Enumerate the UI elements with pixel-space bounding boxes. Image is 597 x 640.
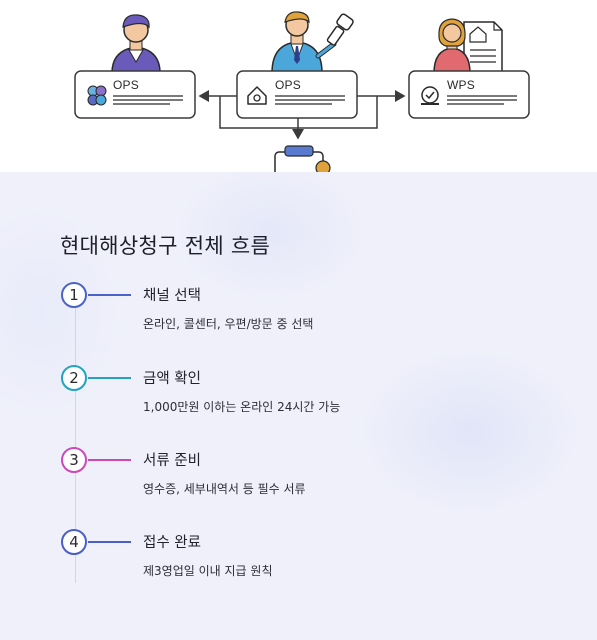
network-nodes-icon <box>87 85 107 106</box>
step-2: 2 금액 확인 1,000만원 이하는 온라인 24시간 가능 <box>0 365 597 425</box>
timeline-line <box>75 305 76 583</box>
step-number-badge: 1 <box>61 282 87 308</box>
person-with-document-icon <box>433 18 503 77</box>
step-title: 금액 확인 <box>143 371 201 387</box>
page-title: 현대해상청구 전체 흐름 <box>60 234 271 258</box>
step-1: 1 채널 선택 온라인, 콜센터, 우편/방문 중 선택 <box>0 282 597 342</box>
card-text-lines <box>113 95 517 105</box>
card-left-label: OPS <box>113 78 139 92</box>
house-icon <box>247 86 267 105</box>
step-title: 서류 준비 <box>143 453 201 469</box>
flow-arrows <box>198 90 406 140</box>
step-4: 4 접수 완료 제3영업일 이내 지급 원칙 <box>0 529 597 589</box>
step-3: 3 서류 준비 영수증, 세부내역서 등 필수 서류 <box>0 447 597 507</box>
process-flow-panel: 현대해상청구 전체 흐름 1 채널 선택 온라인, 콜센터, 우편/방문 중 선… <box>0 172 597 640</box>
step-description: 1,000만원 이하는 온라인 24시간 가능 <box>143 400 341 414</box>
step-description: 영수증, 세부내역서 등 필수 서류 <box>143 482 306 496</box>
step-title: 채널 선택 <box>143 288 201 304</box>
clipboard-icon <box>274 145 331 172</box>
step-connector <box>88 541 131 543</box>
step-connector <box>88 294 131 296</box>
person-with-key-icon <box>271 11 354 74</box>
card-right-label: WPS <box>447 78 475 92</box>
step-title: 접수 완료 <box>143 535 201 551</box>
step-description: 제3영업일 이내 지급 원칙 <box>143 564 273 578</box>
flow-diagram-graphic <box>74 11 530 172</box>
step-description: 온라인, 콜센터, 우편/방문 중 선택 <box>143 317 314 331</box>
card-center <box>236 70 358 119</box>
flow-illustration: OPS OPS WPS <box>0 0 597 172</box>
card-left <box>74 70 196 119</box>
step-connector <box>88 377 131 379</box>
gauge-icon <box>421 86 439 105</box>
step-number-badge: 3 <box>61 447 87 473</box>
step-connector <box>88 459 131 461</box>
card-right <box>408 70 530 119</box>
person-icon <box>111 14 161 74</box>
card-center-label: OPS <box>275 78 301 92</box>
step-number-badge: 2 <box>61 365 87 391</box>
step-number-badge: 4 <box>61 529 87 555</box>
